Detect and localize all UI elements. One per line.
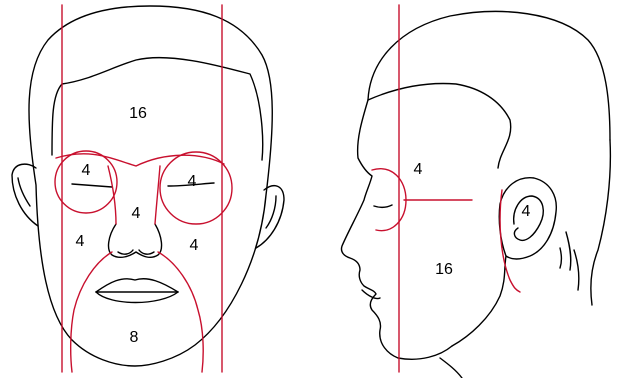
front-ear-left xyxy=(256,186,284,248)
front-mouth-lower xyxy=(96,292,178,303)
side-view xyxy=(341,11,610,378)
label-chin: 8 xyxy=(130,329,139,346)
side-mouth xyxy=(362,290,380,299)
label-ear: 4 xyxy=(522,203,531,220)
front-eye-circle-right xyxy=(55,151,117,213)
side-jaw xyxy=(452,256,506,346)
side-eye xyxy=(374,205,392,207)
side-neck-fold-2 xyxy=(574,250,579,290)
label-left-eye: 4 xyxy=(188,173,197,190)
front-head-outline xyxy=(29,6,272,366)
label-nose: 4 xyxy=(132,205,141,222)
front-hairline xyxy=(52,58,263,160)
side-neck-back xyxy=(591,140,610,305)
side-guides xyxy=(372,5,520,372)
front-labels: 16 4 4 4 4 4 8 xyxy=(76,105,199,346)
side-neck-fold-1 xyxy=(566,232,571,270)
label-left-cheek: 4 xyxy=(190,237,199,254)
label-right-cheek: 4 xyxy=(76,233,85,250)
front-ear-right-inner xyxy=(18,178,30,206)
label-forehead: 16 xyxy=(129,105,147,122)
front-guides xyxy=(55,5,232,372)
label-cheek-neck: 16 xyxy=(435,261,453,278)
side-skull-outline xyxy=(368,11,610,140)
front-eye-right xyxy=(72,184,112,187)
label-temple: 4 xyxy=(414,161,423,178)
side-face-profile xyxy=(341,100,452,359)
side-hairline xyxy=(368,84,511,168)
front-view xyxy=(12,6,284,366)
side-neck-fold-3 xyxy=(560,248,562,268)
front-mouth-upper xyxy=(96,279,178,292)
side-eye-circle xyxy=(372,169,406,231)
label-right-eye: 4 xyxy=(82,162,91,179)
side-neck-front xyxy=(440,358,462,378)
front-ear-left-inner xyxy=(266,196,276,228)
